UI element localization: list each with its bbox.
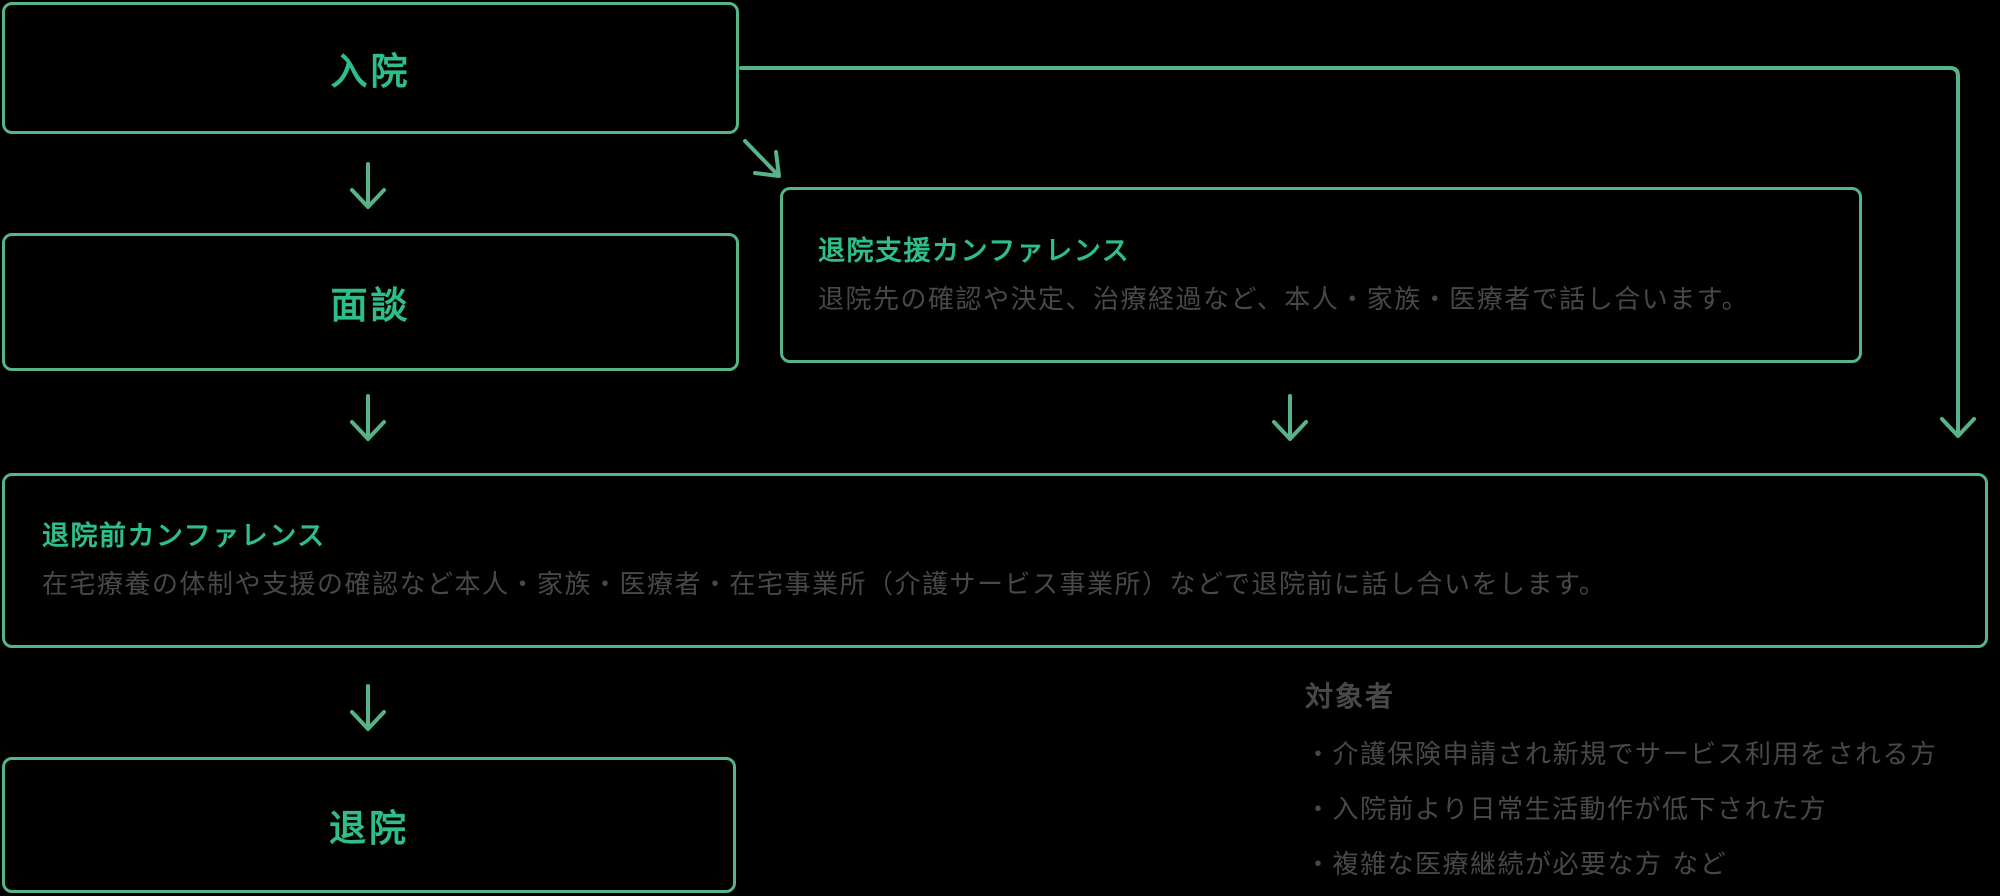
- discharge-support-conference-description: 退院先の確認や決定、治療経過など、本人・家族・医療者で話し合います。: [818, 284, 1750, 315]
- arrow-down-interview-to-predischarge-icon: [350, 394, 386, 441]
- flow-box-discharge: 退院: [2, 757, 736, 893]
- arrow-down-admission-to-interview-icon: [350, 162, 386, 209]
- target-group-item: ・複雑な医療継続が必要な方 など: [1305, 850, 1728, 880]
- arrow-diagonal-admission-to-support-icon: [743, 139, 781, 178]
- flow-box-pre-discharge-conference: 退院前カンファレンス 在宅療養の体制や支援の確認など本人・家族・医療者・在宅事業…: [2, 473, 1988, 648]
- discharge-label: 退院: [329, 807, 409, 850]
- pre-discharge-conference-description: 在宅療養の体制や支援の確認など本人・家族・医療者・在宅事業所（介護サービス事業所…: [42, 570, 1607, 600]
- admission-label: 入院: [330, 50, 411, 93]
- arrow-down-predischarge-to-discharge-icon: [350, 684, 386, 731]
- flow-box-discharge-support-conference: 退院支援カンファレンス 退院先の確認や決定、治療経過など、本人・家族・医療者で話…: [780, 187, 1862, 363]
- arrow-down-support-to-predischarge-icon: [1272, 394, 1308, 441]
- target-group-item: ・入院前より日常生活動作が低下された方: [1305, 795, 1827, 825]
- interview-label: 面談: [330, 284, 411, 327]
- target-group-item: ・介護保険申請され新規でサービス利用をされる方: [1305, 740, 1938, 770]
- target-group-heading: 対象者: [1305, 680, 1396, 713]
- flow-box-admission: 入院: [2, 2, 739, 134]
- flow-box-interview: 面談: [2, 233, 739, 371]
- discharge-support-conference-title: 退院支援カンファレンス: [818, 235, 1131, 267]
- pre-discharge-conference-title: 退院前カンファレンス: [42, 521, 326, 552]
- target-group-note: 対象者 ・介護保険申請され新規でサービス利用をされる方 ・入院前より日常生活動作…: [1305, 680, 1938, 880]
